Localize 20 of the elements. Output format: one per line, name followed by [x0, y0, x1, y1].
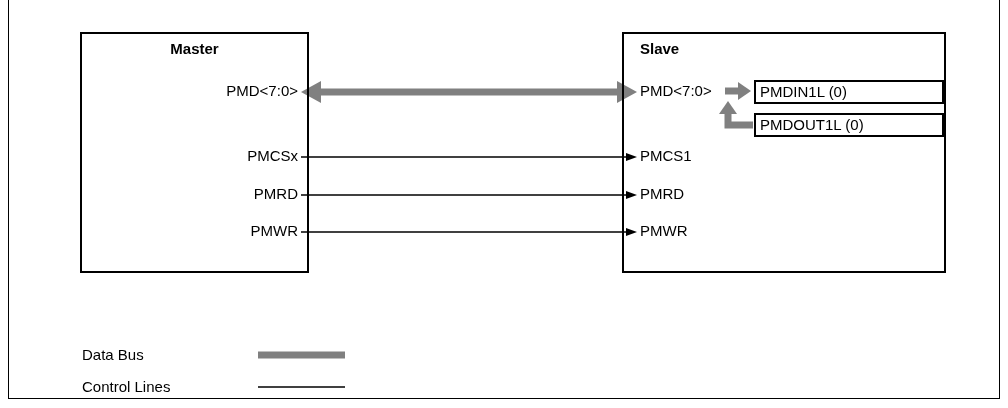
- signal-arrow: [300, 228, 637, 236]
- signal-arrow: [300, 191, 637, 199]
- signal-label: PMD<7:0>: [190, 82, 298, 102]
- register-box: PMDIN1L (0): [754, 80, 944, 104]
- signal-label: PMWR: [640, 222, 740, 242]
- legend-label: Control Lines: [82, 378, 171, 395]
- signal-label: PMRD: [640, 185, 740, 205]
- bus-arrow: [301, 81, 637, 103]
- signal-label: PMCSx: [190, 147, 298, 167]
- block-title: Master: [170, 40, 219, 58]
- block-title: Slave: [640, 40, 680, 58]
- device-block: [80, 32, 309, 273]
- legend-label: Data Bus: [82, 346, 144, 363]
- signal-arrow: [300, 153, 637, 161]
- signal-label: PMWR: [190, 222, 298, 242]
- signal-label: PMRD: [190, 185, 298, 205]
- device-block: [622, 32, 946, 273]
- signal-label: PMD<7:0>: [640, 82, 722, 100]
- signal-label: PMCS1: [640, 147, 740, 167]
- register-box: PMDOUT1L (0): [754, 113, 944, 137]
